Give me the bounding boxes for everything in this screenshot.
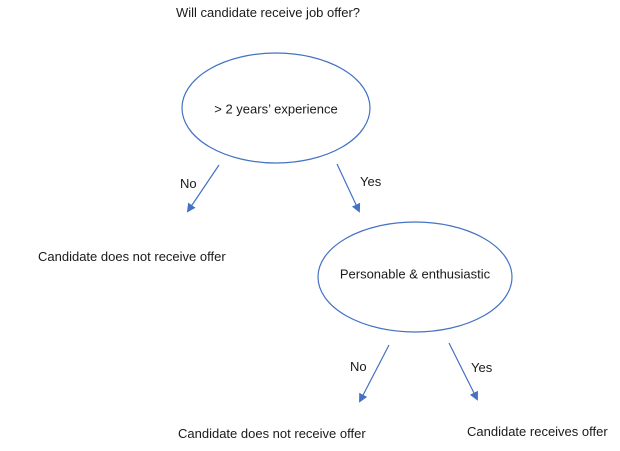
- second-node-ellipse: [317, 221, 513, 333]
- outcome-second-yes: Candidate receives offer: [467, 424, 608, 439]
- second-yes-edge-label: Yes: [471, 360, 493, 375]
- second-yes-arrow: [448, 342, 478, 401]
- second-node-label: Personable & enthusiastic: [340, 266, 491, 281]
- root-yes-edge-label: Yes: [360, 174, 382, 189]
- root-no-arrow: [186, 164, 220, 213]
- outcome-second-no: Candidate does not receive offer: [178, 426, 366, 441]
- root-no-edge-label: No: [180, 176, 197, 191]
- second-no-edge-label: No: [350, 359, 367, 374]
- root-node-label: > 2 years’ experience: [214, 101, 337, 116]
- diagram-title: Will candidate receive job offer?: [176, 5, 361, 20]
- outcome-root-no: Candidate does not receive offer: [38, 249, 226, 264]
- second-no-arrow: [359, 344, 390, 403]
- root-yes-arrow: [336, 163, 361, 213]
- root-node-ellipse: [181, 52, 371, 164]
